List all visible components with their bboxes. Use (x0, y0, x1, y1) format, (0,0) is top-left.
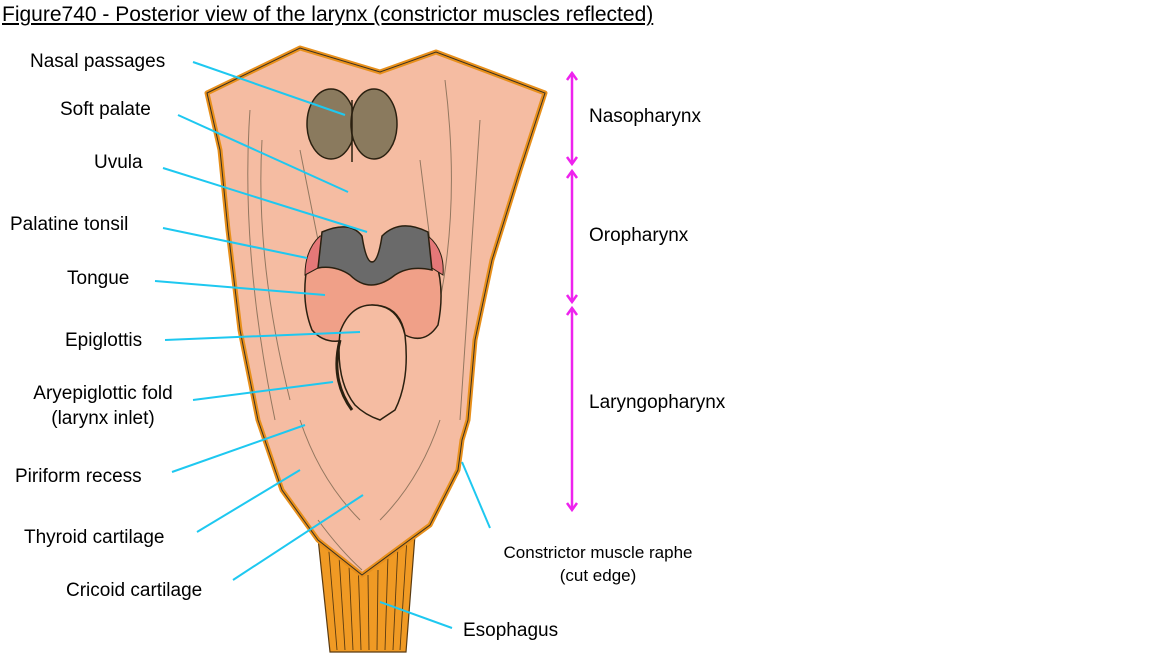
label-soft-palate: Soft palate (60, 99, 151, 120)
label-tongue: Tongue (67, 268, 130, 289)
label-thyroid-cartilage: Thyroid cartilage (24, 527, 165, 548)
epiglottis-drawing (338, 304, 407, 421)
label-uvula: Uvula (94, 152, 143, 173)
label-nasal-passages: Nasal passages (30, 51, 166, 72)
label-constrictor-line2: (cut edge) (559, 566, 637, 585)
label-epiglottis: Epiglottis (65, 330, 143, 351)
oral-cavity-drawing (317, 225, 433, 286)
label-nasopharynx: Nasopharynx (589, 106, 701, 127)
region-brackets (565, 70, 579, 513)
label-palatine-tonsil: Palatine tonsil (10, 214, 129, 235)
label-constrictor-line1: Constrictor muscle raphe (503, 543, 693, 562)
label-constrictor-raphe: Constrictor muscle raphe (cut edge) (478, 542, 718, 587)
figure-title: Figure740 - Posterior view of the larynx… (2, 3, 654, 26)
label-cricoid-cartilage: Cricoid cartilage (66, 580, 203, 601)
label-aryepiglottic-fold: Aryepiglottic fold (larynx inlet) (18, 383, 188, 430)
label-oropharynx: Oropharynx (589, 225, 689, 246)
leader-lines (154, 61, 491, 629)
label-piriform-recess: Piriform recess (15, 466, 142, 487)
label-aryepiglottic-line1: Aryepiglottic fold (33, 383, 173, 404)
label-esophagus: Esophagus (463, 620, 559, 641)
esophagus-drawing (317, 534, 416, 653)
label-aryepiglottic-line2: (larynx inlet) (51, 408, 155, 429)
label-laryngopharynx: Laryngopharynx (589, 392, 726, 413)
